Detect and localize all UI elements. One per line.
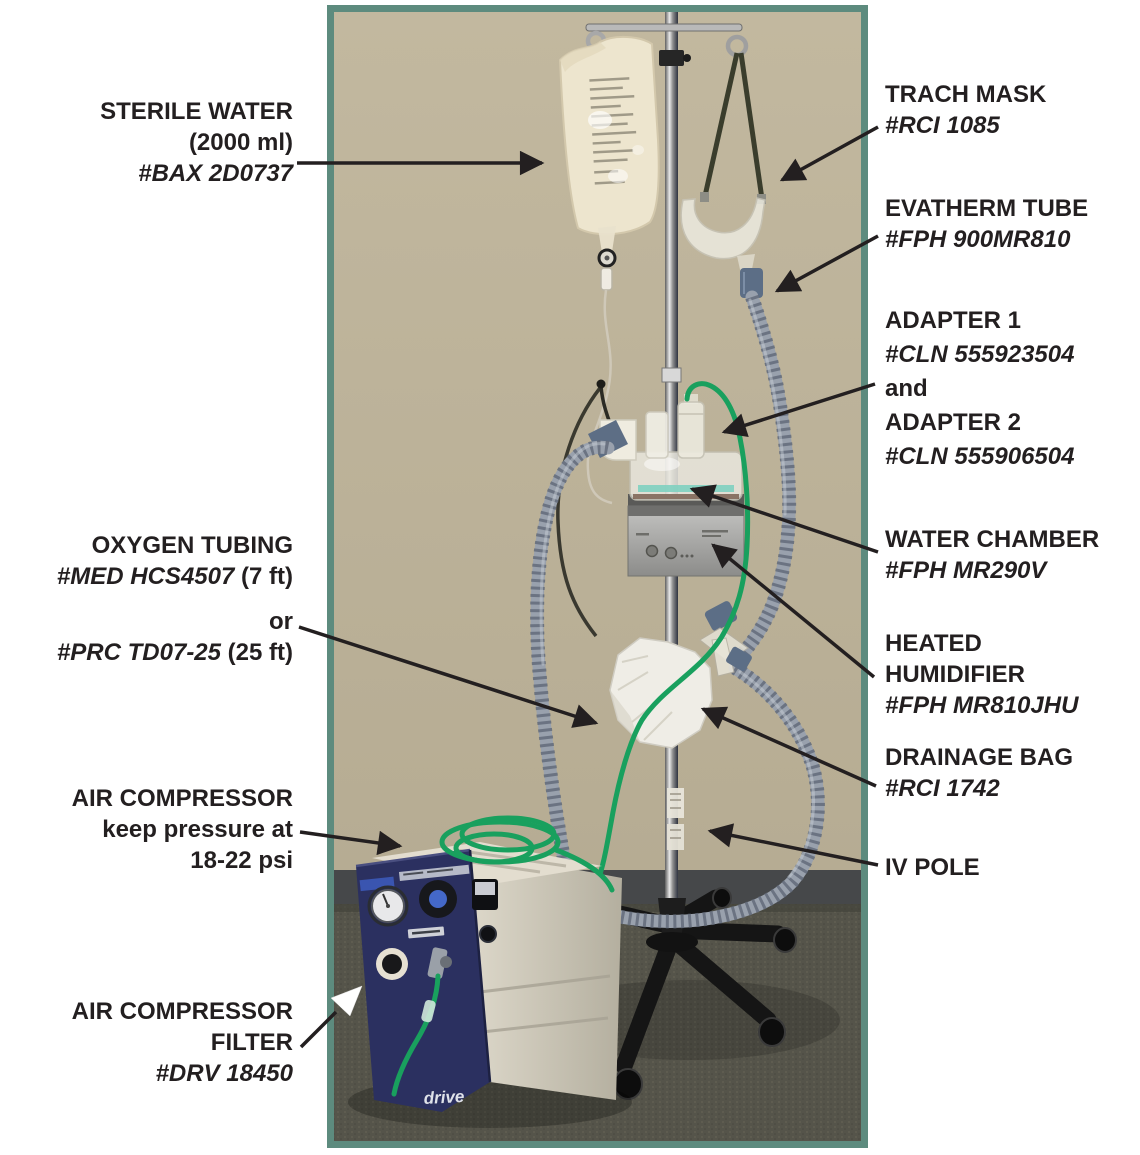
part-number: #FPH MR290V: [885, 557, 1047, 584]
label-line: WATER CHAMBER: [885, 526, 1100, 553]
label-line: (25 ft): [221, 639, 293, 666]
label-heated-humidifier: HEATED HUMIDIFIER #FPH MR810JHU: [885, 628, 1078, 721]
part-number: #CLN 555906504: [885, 443, 1075, 470]
heated-humidifier: [627, 494, 745, 577]
equipment-photo-illustration: drive: [334, 12, 861, 1141]
label-adapters: ADAPTER 1 #CLN 555923504 and ADAPTER 2 #…: [885, 304, 1074, 474]
label-line: HUMIDIFIER: [885, 661, 1025, 688]
label-line: ADAPTER 2: [885, 409, 1022, 436]
part-number: #FPH MR810JHU: [885, 692, 1079, 719]
part-number: #FPH 900MR810: [885, 226, 1071, 253]
label-sterile-water: STERILE WATER (2000 ml) #BAX 2D0737: [100, 96, 293, 189]
sterile-water-bag: [558, 36, 660, 505]
label-line: 18-22 psi: [190, 847, 293, 874]
label-air-compressor: AIR COMPRESSOR keep pressure at 18-22 ps…: [72, 783, 293, 876]
label-line: and: [885, 375, 928, 402]
label-line: EVATHERM TUBE: [885, 195, 1089, 222]
oxygen-tubing-coil: [439, 815, 615, 893]
label-oxygen-tubing: OXYGEN TUBING #MED HCS4507 (7 ft) or #PR…: [57, 530, 293, 668]
part-number: #BAX 2D0737: [138, 160, 293, 187]
part-number: #RCI 1085: [885, 112, 1000, 139]
label-line: IV POLE: [885, 854, 980, 881]
label-drainage-bag: DRAINAGE BAG #RCI 1742: [885, 742, 1073, 804]
water-chamber: [629, 451, 743, 501]
label-air-compressor-filter: AIR COMPRESSOR FILTER #DRV 18450: [72, 996, 293, 1089]
label-line: FILTER: [210, 1029, 293, 1056]
trach-mask: [680, 52, 766, 298]
label-line: TRACH MASK: [885, 81, 1047, 108]
label-line: DRAINAGE BAG: [885, 744, 1074, 771]
label-line: #MED HCS4507 (7 ft): [57, 561, 293, 592]
part-number: #PRC TD07-25: [56, 639, 221, 666]
part-number: #MED HCS4507: [56, 563, 235, 590]
label-line: AIR COMPRESSOR: [71, 998, 293, 1025]
label-line: HEATED: [885, 630, 982, 657]
air-compressor: drive: [348, 842, 632, 1128]
label-line: or: [269, 608, 293, 635]
label-water-chamber: WATER CHAMBER #FPH MR290V: [885, 524, 1099, 586]
label-line: OXYGEN TUBING: [91, 532, 293, 559]
label-line: ADAPTER 1: [885, 307, 1022, 334]
part-number: #RCI 1742: [885, 775, 1000, 802]
label-evatherm-tube: EVATHERM TUBE #FPH 900MR810: [885, 193, 1088, 255]
part-number: #DRV 18450: [155, 1060, 293, 1087]
label-line: (2000 ml): [188, 129, 293, 156]
label-line: STERILE WATER: [100, 98, 293, 125]
label-line: keep pressure at: [102, 816, 293, 843]
label-line: #PRC TD07-25 (25 ft): [57, 637, 293, 668]
compressor-brand-logo: drive: [423, 1087, 465, 1108]
label-line: AIR COMPRESSOR: [71, 785, 293, 812]
label-line: (7 ft): [234, 563, 293, 590]
label-trach-mask: TRACH MASK #RCI 1085: [885, 79, 1046, 141]
equipment-photo: drive: [327, 5, 868, 1148]
label-iv-pole: IV POLE: [885, 852, 980, 883]
part-number: #CLN 555923504: [885, 341, 1075, 368]
